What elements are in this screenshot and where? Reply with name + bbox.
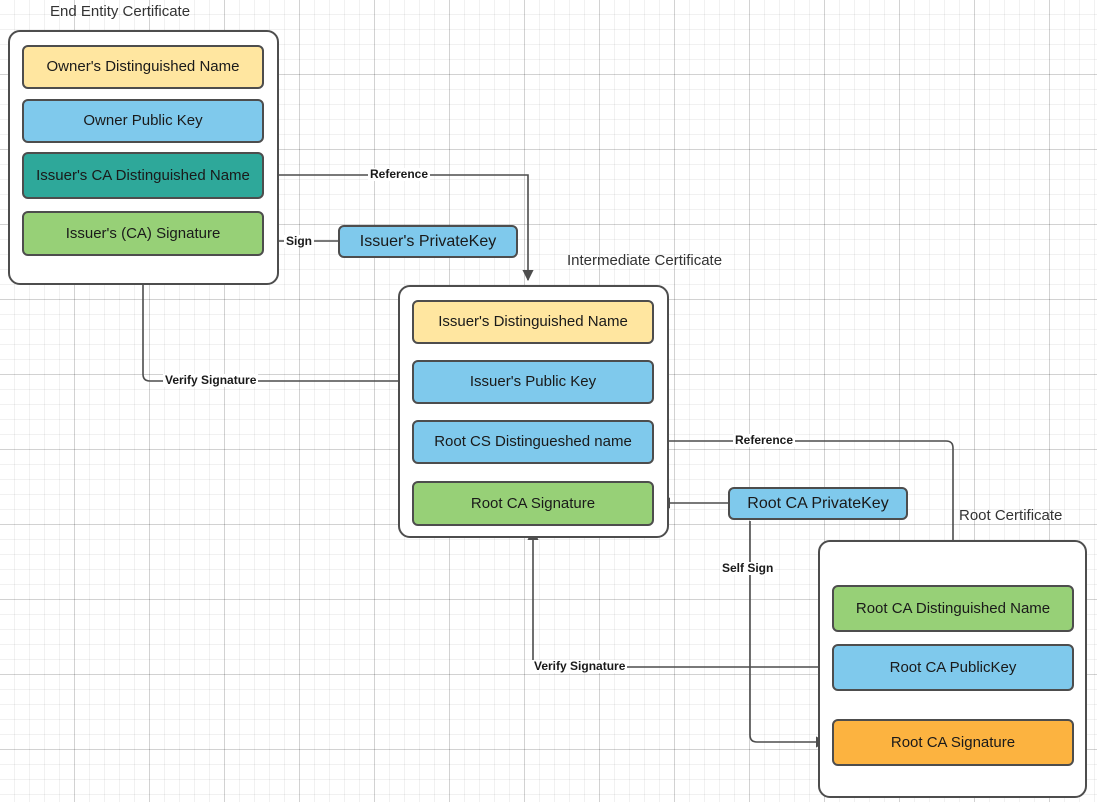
field-label: Issuer's CA Distinguished Name (36, 166, 250, 184)
root-ca-private-key-box[interactable]: Root CA PrivateKey (728, 487, 908, 520)
field-label: Root CA Signature (470, 494, 596, 512)
field-issuers-ca-distinguished-name[interactable]: Issuer's CA Distinguished Name (22, 152, 264, 199)
field-root-cs-distingueshed-name[interactable]: Root CS Distingueshed name (412, 420, 654, 464)
edge-label-self-sign: Self Sign (720, 561, 776, 575)
edge-label-reference-bottom: Reference (733, 433, 796, 447)
field-label: Issuer's Public Key (469, 373, 597, 390)
edge-label-reference-top: Reference (368, 167, 431, 181)
field-intermediate-root-ca-signature[interactable]: Root CA Signature (412, 481, 654, 526)
field-root-ca-public-key[interactable]: Root CA PublicKey (832, 644, 1074, 691)
group-title-root: Root Certificate (959, 507, 1063, 524)
keybox-label: Root CA PrivateKey (747, 494, 889, 512)
field-root-ca-distinguished-name[interactable]: Root CA Distinguished Name (832, 585, 1074, 632)
issuers-private-key-box[interactable]: Issuer's PrivateKey (338, 225, 518, 258)
edge-label-verify-signature-bottom: Verify Signature (532, 659, 628, 673)
field-label: Root CA Distinguished Name (855, 599, 1051, 617)
field-issuers-ca-signature[interactable]: Issuer's (CA) Signature (22, 211, 264, 256)
field-owner-public-key[interactable]: Owner Public Key (22, 99, 264, 143)
field-label: Owner's Distinguished Name (46, 58, 240, 75)
field-label: Root CA Signature (890, 733, 1016, 751)
edge-label-verify-signature-top: Verify Signature (163, 373, 259, 387)
field-owners-distinguished-name[interactable]: Owner's Distinguished Name (22, 45, 264, 89)
group-title-intermediate: Intermediate Certificate (567, 252, 723, 269)
field-label: Issuer's (CA) Signature (65, 224, 221, 242)
field-label: Root CS Distingueshed name (434, 433, 632, 450)
field-issuers-distinguished-name[interactable]: Issuer's Distinguished Name (412, 300, 654, 344)
edge-verify-signature-bottom (527, 528, 832, 668)
edge-self-sign (749, 521, 828, 748)
field-label: Issuer's Distinguished Name (438, 313, 628, 330)
edge-label-sign: Sign (284, 234, 314, 248)
field-root-ca-signature[interactable]: Root CA Signature (832, 719, 1074, 766)
field-label: Root CA PublicKey (889, 658, 1017, 676)
keybox-label: Issuer's PrivateKey (359, 232, 497, 250)
group-title-end-entity: End Entity Certificate (50, 3, 191, 20)
field-issuers-public-key[interactable]: Issuer's Public Key (412, 360, 654, 404)
field-label: Owner Public Key (83, 112, 203, 129)
